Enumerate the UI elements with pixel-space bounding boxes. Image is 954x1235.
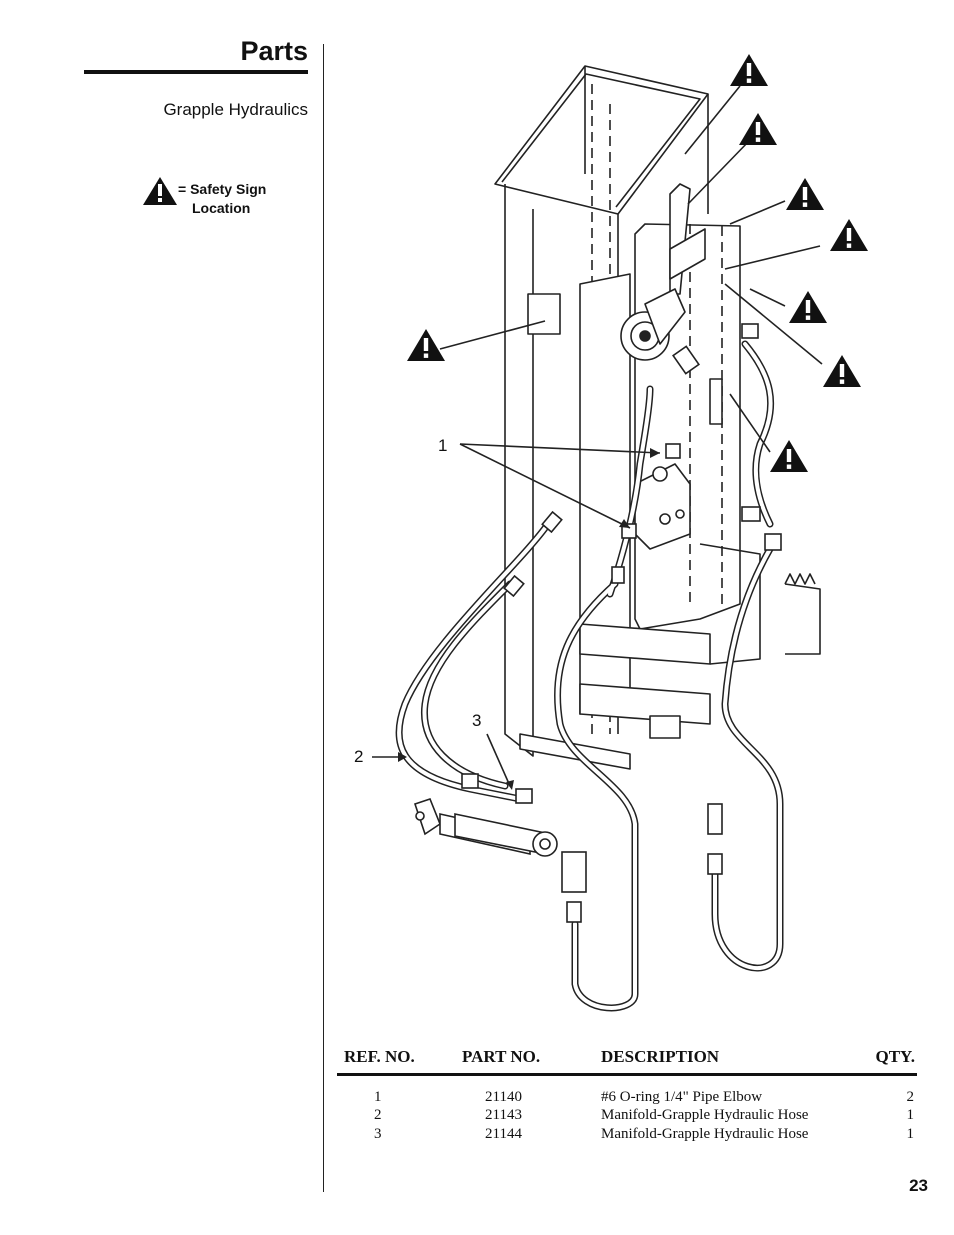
safety-sign-icon-8	[407, 329, 445, 361]
table-header-part-no: PART NO.	[462, 1047, 541, 1066]
callout-1: 1	[438, 436, 448, 455]
table-cell-ref: 2	[374, 1107, 382, 1123]
table-cell-part: 21143	[485, 1107, 522, 1123]
column-divider	[323, 44, 324, 1192]
table-header-ref-no: REF. NO.	[344, 1047, 415, 1066]
section-subtitle: Grapple Hydraulics	[163, 100, 308, 119]
legend-text-line2: Location	[192, 200, 251, 216]
table-cell-part: 21144	[485, 1126, 522, 1142]
safety-sign-icon-7	[770, 440, 808, 472]
legend-text-line1: = Safety Sign	[178, 181, 267, 197]
grapple-hydraulics-diagram	[372, 54, 868, 1012]
page-number: 23	[909, 1176, 928, 1195]
safety-sign-icon-3	[786, 178, 824, 210]
callout-2: 2	[354, 747, 364, 766]
table-cell-ref: 3	[374, 1126, 382, 1142]
table-cell-description: Manifold-Grapple Hydraulic Hose	[601, 1126, 809, 1142]
callout-3: 3	[472, 711, 482, 730]
section-title: Parts	[240, 36, 308, 66]
table-cell-ref: 1	[374, 1089, 382, 1105]
warning-triangle-icon	[143, 177, 177, 205]
table-cell-description: Manifold-Grapple Hydraulic Hose	[601, 1107, 809, 1123]
table-header-rule	[337, 1073, 917, 1076]
title-rule	[84, 70, 308, 74]
safety-sign-icon-4	[830, 219, 868, 251]
table-cell-qty: 1	[906, 1107, 915, 1123]
table-cell-qty: 1	[906, 1126, 915, 1142]
safety-sign-icon-6	[823, 355, 861, 387]
table-header-description: DESCRIPTION	[601, 1047, 720, 1066]
table-header-qty: QTY.	[875, 1047, 915, 1066]
safety-sign-icon-2	[739, 113, 777, 145]
table-cell-qty: 2	[906, 1089, 915, 1105]
safety-sign-legend: = Safety Sign Location	[142, 176, 322, 220]
table-cell-part: 21140	[485, 1089, 522, 1105]
safety-sign-icon-5	[789, 291, 827, 323]
safety-sign-icon-1	[730, 54, 768, 86]
table-cell-description: #6 O-ring 1/4" Pipe Elbow	[601, 1089, 763, 1105]
